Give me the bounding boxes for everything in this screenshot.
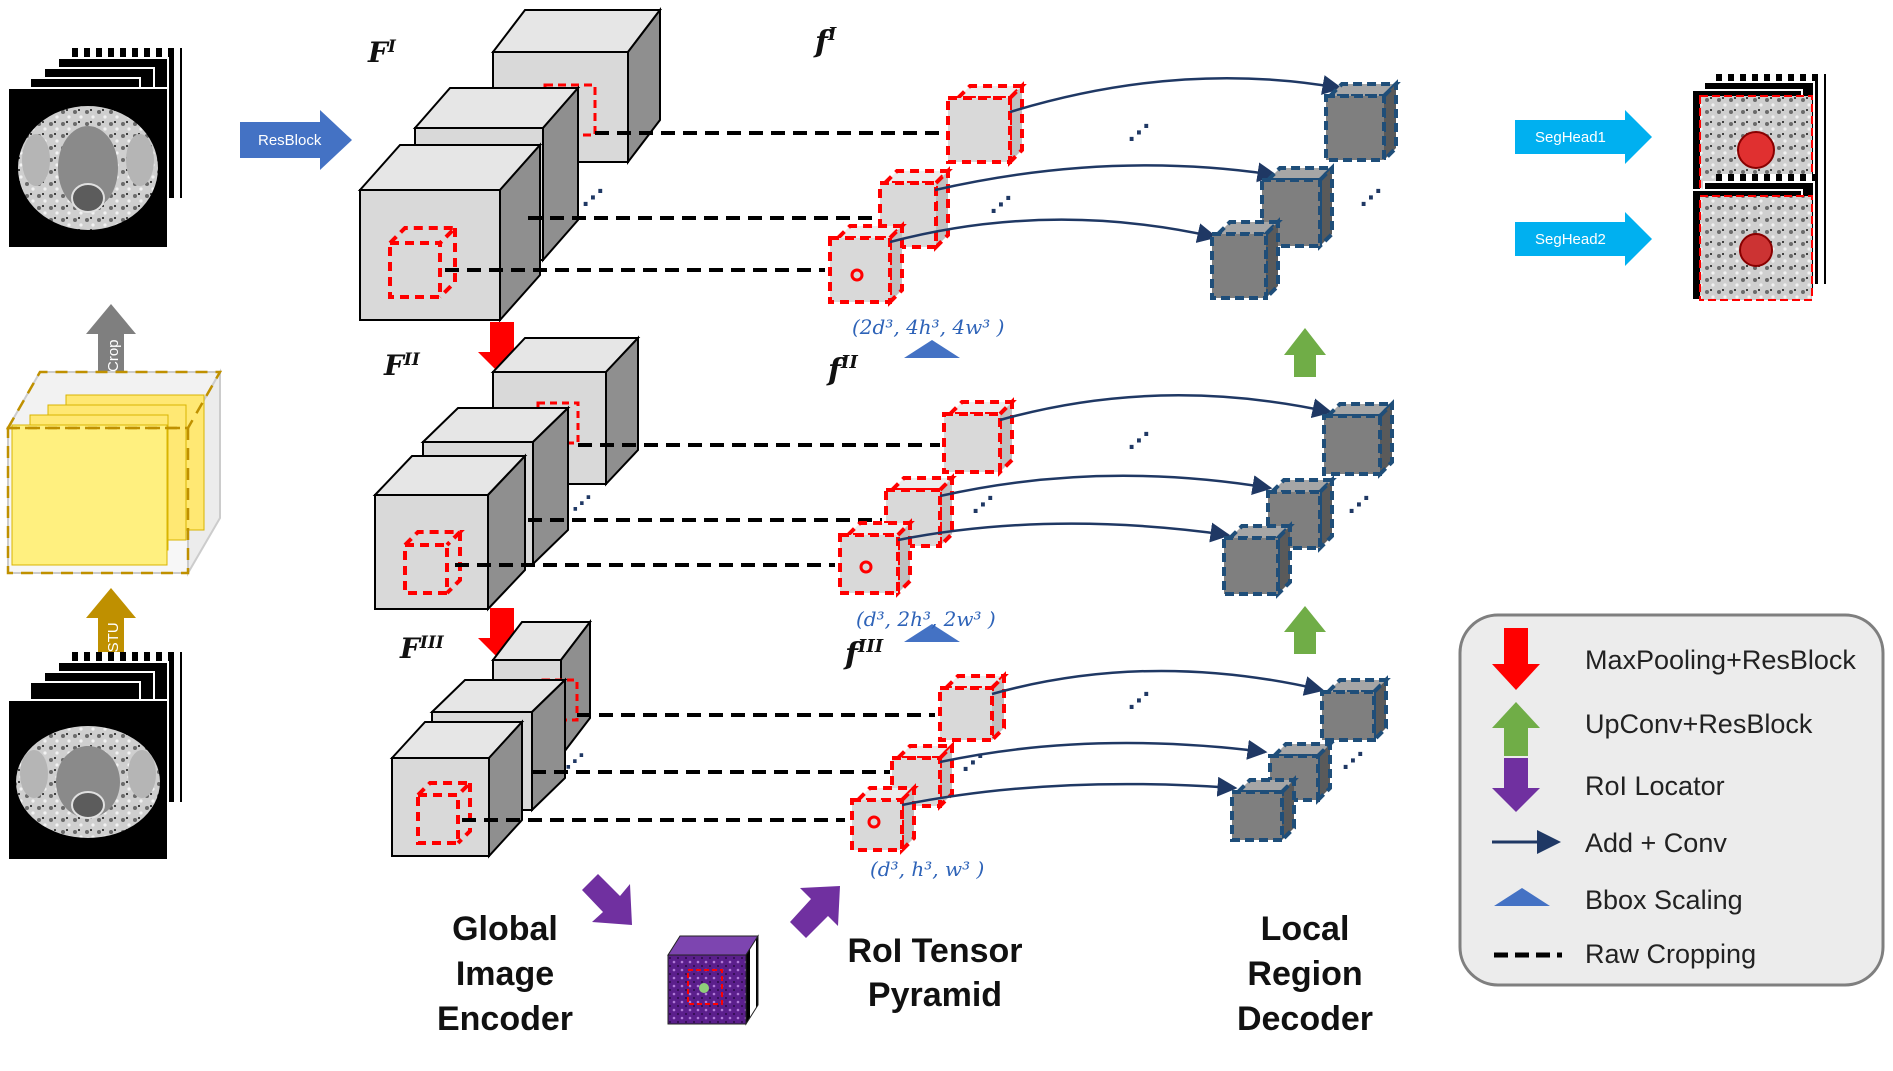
encoder-cube (372, 453, 528, 612)
legend-label: RoI Locator (1585, 771, 1725, 801)
section-label-decoder: Local Region Decoder (1237, 910, 1373, 1038)
label-F1: FI (367, 36, 397, 69)
seghead1-label: SegHead1 (1535, 129, 1606, 146)
encoder-cube (357, 142, 543, 323)
roi-locator-arrow-out (790, 886, 840, 938)
roi-box (388, 226, 460, 299)
svg-text:Region: Region (1247, 955, 1362, 993)
decoder-cube (1210, 217, 1283, 303)
raw-mri-stack (7, 652, 182, 861)
seghead2-label: SegHead2 (1535, 231, 1606, 248)
dimension-labels: (2d³, 4h³, 4w³ ) (d³, 2h³, 2w³ ) (d³, h³… (852, 315, 1004, 881)
roi-cube (850, 783, 919, 855)
label-F3: FIII (399, 632, 445, 665)
upconv-arrow-1 (1284, 328, 1326, 377)
svg-text:⋰: ⋰ (1128, 120, 1150, 145)
svg-text:⋰: ⋰ (1348, 492, 1370, 517)
legend-icon-upconv (1492, 702, 1540, 756)
svg-text:Local: Local (1261, 910, 1350, 948)
svg-text:⋰: ⋰ (972, 492, 994, 517)
ellipsis-dots: ⋰ (565, 751, 585, 773)
decoder-cube (1260, 163, 1337, 251)
section-label-pyramid: RoI Tensor Pyramid (847, 932, 1022, 1014)
decoder-dots: ⋰ ⋰ ⋰ ⋰ ⋰ ⋰ (1128, 120, 1382, 773)
ellipsis-dots: ⋰ (582, 185, 604, 210)
resblock-label: ResBlock (258, 132, 322, 149)
roi-tensor-pyramid (828, 81, 1027, 855)
svg-text:⋰: ⋰ (1128, 428, 1150, 453)
roi-locator-arrow-in (582, 874, 632, 925)
legend-label: Bbox Scaling (1585, 885, 1743, 915)
label-f1: fI (813, 24, 837, 60)
encoder-feature-labels: FI FII FIII (367, 36, 445, 665)
label-f3: fIII (843, 636, 884, 672)
roi-cube (838, 518, 915, 598)
roi-cube (938, 671, 1009, 745)
decoder-cube (1324, 79, 1401, 165)
crop-label: Crop (105, 339, 122, 372)
label-f2: fII (826, 352, 858, 388)
roi-box (403, 530, 465, 595)
add-conv-curves (889, 75, 1343, 807)
decoder-cube (1322, 399, 1397, 479)
legend-icon-maxpool (1492, 628, 1540, 690)
decoder-cube (1230, 775, 1299, 845)
encoder-cube (389, 719, 525, 859)
bbox-scaling-markers (904, 340, 960, 642)
svg-text:Encoder: Encoder (437, 1000, 573, 1038)
roi-locator-volume (667, 934, 759, 1026)
roi-cube (946, 81, 1027, 167)
encoder-level-3: ⋰ (389, 619, 593, 859)
output-segmentation-2 (1691, 174, 1826, 301)
legend-icon-roi-locator (1492, 758, 1540, 812)
svg-text:Global: Global (452, 910, 558, 948)
decoder-cubes (1210, 79, 1401, 845)
seghead1-arrow: SegHead1 (1515, 110, 1652, 164)
otsu-mask-volume (5, 368, 223, 577)
roi-box (416, 781, 475, 845)
roi-cube (942, 397, 1017, 477)
label-F2: FII (383, 349, 421, 382)
decoder-cube (1320, 675, 1391, 745)
ellipsis-dots: ⋰ (572, 493, 592, 515)
dim-level-2: (d³, 2h³, 2w³ ) (856, 607, 996, 631)
output-segmentation-1 (1691, 74, 1826, 201)
svg-text:⋰: ⋰ (1342, 748, 1364, 773)
svg-text:⋰: ⋰ (1360, 185, 1382, 210)
raw-cropping-lines (445, 131, 945, 822)
roi-cube (828, 221, 907, 307)
dim-level-3: (d³, h³, w³ ) (870, 857, 984, 881)
encoder-level-2: ⋰ (372, 335, 641, 612)
svg-text:⋰: ⋰ (1128, 688, 1150, 713)
upconv-arrow-2 (1284, 606, 1326, 654)
svg-text:RoI Tensor: RoI Tensor (847, 932, 1022, 970)
svg-text:⋰: ⋰ (990, 192, 1012, 217)
svg-text:Pyramid: Pyramid (868, 976, 1002, 1014)
legend-icon-bbox-scaling (1494, 888, 1550, 906)
legend-label: Add + Conv (1585, 828, 1727, 858)
legend-label: UpConv+ResBlock (1585, 709, 1813, 739)
legend-label: MaxPooling+ResBlock (1585, 645, 1856, 675)
input-mri-stack (7, 48, 182, 249)
dim-level-1: (2d³, 4h³, 4w³ ) (852, 315, 1004, 339)
svg-text:Image: Image (456, 955, 554, 993)
decoder-cube (1222, 521, 1295, 599)
legend: MaxPooling+ResBlock UpConv+ResBlock RoI … (1458, 613, 1885, 987)
section-label-encoder: Global Image Encoder (437, 910, 573, 1038)
center-markers (850, 268, 881, 829)
resblock-arrow: ResBlock (240, 110, 352, 170)
legend-label: Raw Cropping (1585, 939, 1756, 969)
encoder-level-1: ⋰ (357, 7, 663, 323)
seghead2-arrow: SegHead2 (1515, 212, 1652, 266)
svg-text:Decoder: Decoder (1237, 1000, 1373, 1038)
